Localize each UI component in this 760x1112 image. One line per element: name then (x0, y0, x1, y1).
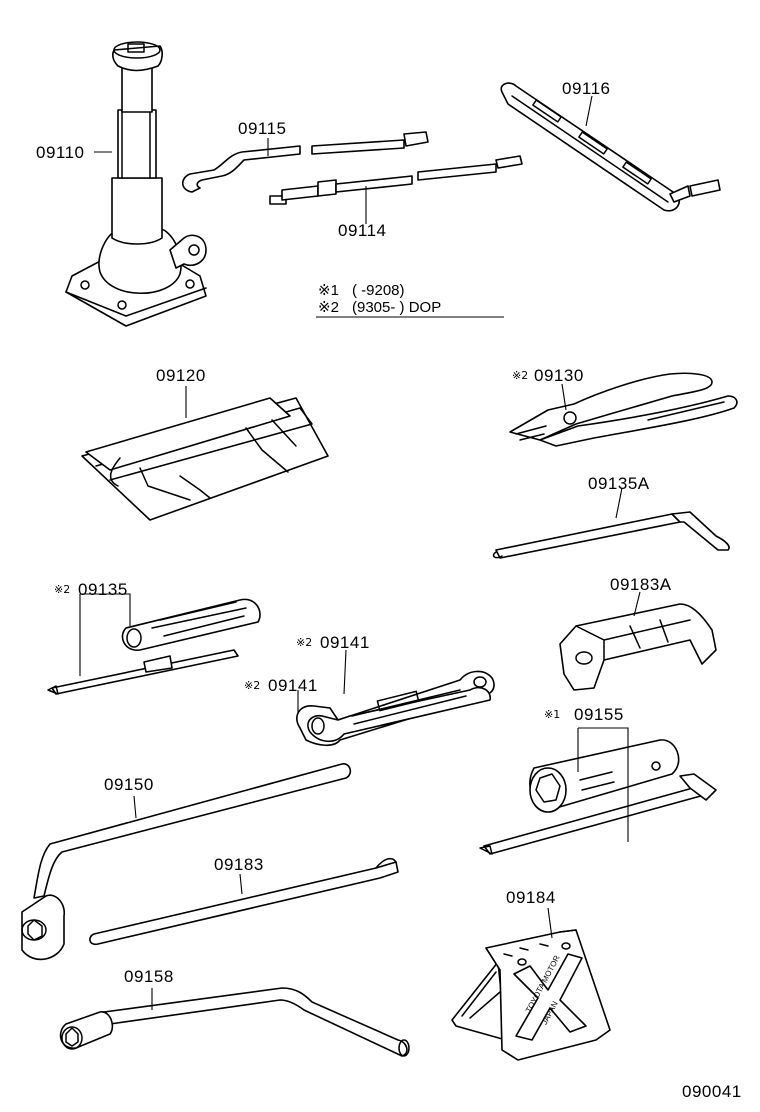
label-bracket-a: 09183A (610, 575, 672, 594)
tool-bag-illustration (81, 386, 329, 521)
legend-text-1: ( -9208) (352, 282, 405, 299)
label-hook-bar: 09115 (238, 119, 287, 138)
socket-wrench-illustration (479, 727, 717, 855)
label-pry-bar: 09183 (214, 855, 264, 874)
box-wrench-illustration (59, 987, 410, 1057)
label-wheel-chock: 09184 (506, 888, 556, 907)
mark-pliers: ※2 (512, 369, 529, 382)
screwdriver-illustration (47, 593, 261, 695)
bracket-a-illustration (559, 591, 717, 691)
wheel-chock-illustration (451, 907, 611, 1061)
legend-mark-1: ※1 (318, 282, 339, 299)
pliers-illustration (509, 372, 738, 447)
bar-a-illustration (492, 487, 730, 559)
handle-set-illustration (269, 155, 523, 224)
legend-text-2: (9305- ) DOP (352, 299, 442, 316)
mark-socket-wrench: ※1 (544, 708, 561, 721)
mark-screwdriver: ※2 (54, 583, 71, 596)
label-socket-wrench: 09155 (574, 705, 624, 724)
label-handle-set: 09114 (338, 221, 387, 240)
mark-wrench-a: ※2 (296, 636, 313, 649)
pry-bar-illustration (89, 857, 399, 946)
label-pliers: 09130 (534, 366, 584, 385)
label-lug-wrench: 09150 (104, 775, 154, 794)
label-box-wrench: 09158 (124, 967, 174, 986)
lug-wrench-illustration (21, 763, 352, 961)
hook-bar-illustration (181, 131, 429, 193)
label-jack: 09110 (36, 143, 85, 162)
label-handle-frame: 09116 (562, 79, 611, 98)
mark-wrench-b: ※2 (244, 679, 261, 692)
figure-id: 090041 (682, 1082, 742, 1101)
label-tool-bag: 09120 (156, 366, 206, 385)
legend-mark-2: ※2 (318, 299, 339, 316)
wrench-pair-illustration (296, 649, 495, 747)
jack-illustration (65, 41, 207, 327)
label-screwdriver: 09135 (78, 580, 128, 599)
label-wrench-a: 09141 (320, 633, 370, 652)
label-bar-a: 09135A (588, 474, 650, 493)
handle-frame-illustration (500, 82, 721, 212)
label-wrench-b: 09141 (268, 676, 318, 695)
